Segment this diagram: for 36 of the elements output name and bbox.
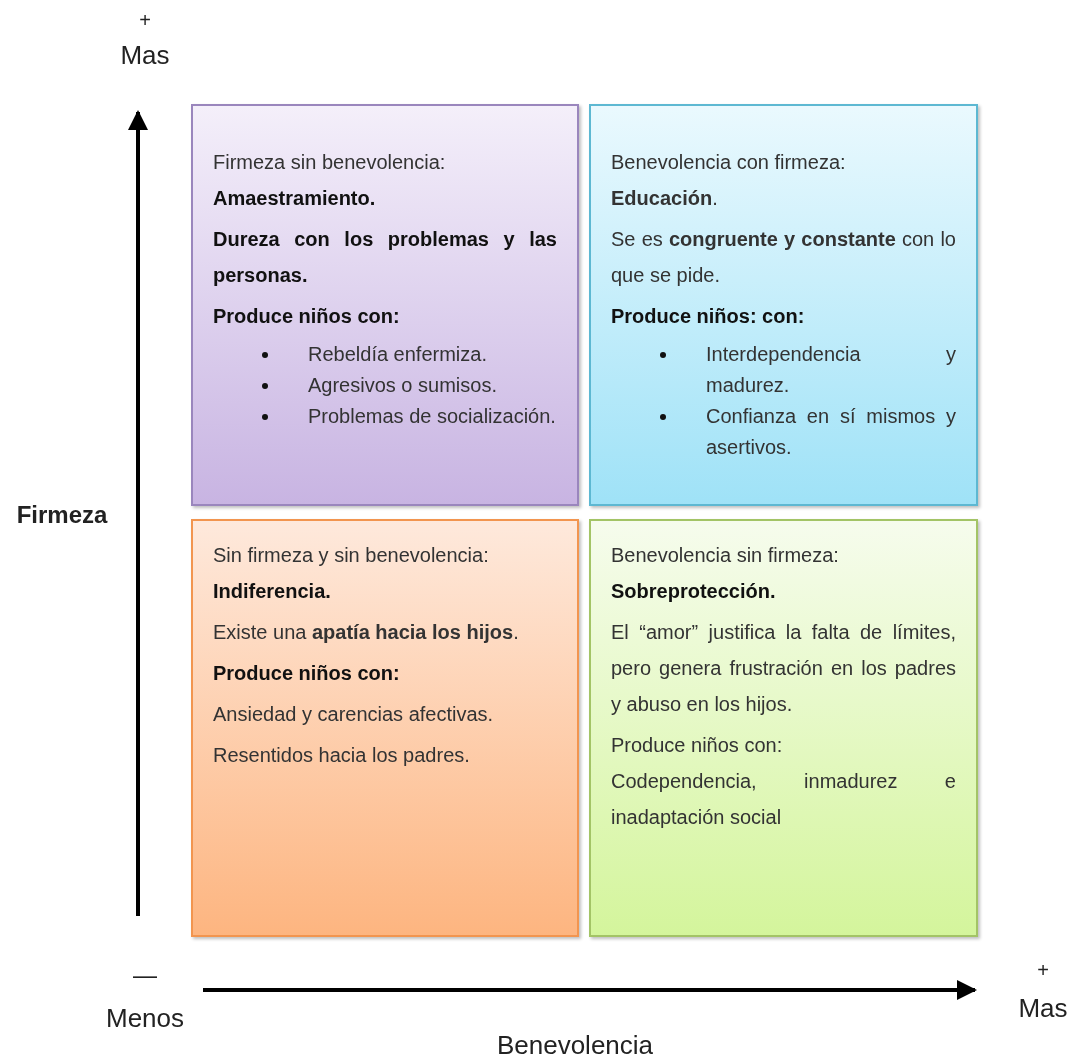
quadrant-subheading: Sobreprotección.: [611, 579, 777, 604]
quadrant-box: [191, 104, 579, 506]
bullet-item: Agresivos o sumisos.: [308, 374, 497, 396]
quadrant-heading: Sin firmeza y sin benevolencia:: [213, 543, 490, 568]
quadrant-text: Educación.: [611, 186, 719, 211]
plus-sign: +: [139, 8, 151, 32]
axis-end-label: Menos: [106, 1002, 184, 1034]
quadrant-text: Codependencia, inmadurez e inadaptación social: [611, 769, 956, 830]
bullet-item: Problemas de socialización.: [308, 405, 556, 427]
quadrant-subheading: Dureza con los problemas y las personas.: [213, 227, 557, 288]
quadrant-box: [589, 519, 978, 937]
quadrant-heading: Benevolencia sin firmeza:: [611, 543, 840, 568]
minus-sign: —: [133, 961, 157, 989]
quadrant-text: Resentidos hacia los padres.: [213, 743, 471, 768]
quadrant-text: El “amor” justifica la falta de límites, pero genera frustración en los padres y abuso en los hijos.: [611, 620, 956, 717]
bullet-item: Confianza en sí mismos y asertivos.: [706, 405, 956, 458]
axis-end-label: Mas: [120, 39, 170, 71]
quadrant-subheading: Produce niños con:: [213, 661, 401, 686]
quadrant-subheading: Produce niños: con:: [611, 304, 806, 329]
quadrant-box: [191, 519, 579, 937]
quadrant-text: Produce niños con:: [611, 733, 784, 758]
bullet-item: Rebeldía enfermiza.: [308, 343, 487, 365]
quadrant-subheading: Indiferencia.: [213, 579, 332, 604]
quadrant-subheading: Amaestramiento.: [213, 186, 377, 211]
axis-end-label: Mas: [1018, 992, 1068, 1024]
quadrant-heading: Firmeza sin benevolencia:: [213, 150, 447, 175]
quadrant-text: Se es congruente y constante con lo que se pide.: [611, 227, 956, 288]
quadrant-heading: Benevolencia con firmeza:: [611, 150, 847, 175]
quadrant-subheading: Produce niños con:: [213, 304, 401, 329]
axis-title: Benevolencia: [496, 1029, 654, 1061]
quadrant-box: [589, 104, 978, 506]
quadrant-text: Ansiedad y carencias afectivas.: [213, 702, 495, 727]
plus-sign: +: [1037, 958, 1049, 982]
quadrant-text: Existe una apatía hacia los hijos.: [213, 620, 520, 645]
bullet-item: Interdependencia y madurez.: [706, 343, 956, 396]
axis-title: Firmeza: [16, 501, 108, 529]
